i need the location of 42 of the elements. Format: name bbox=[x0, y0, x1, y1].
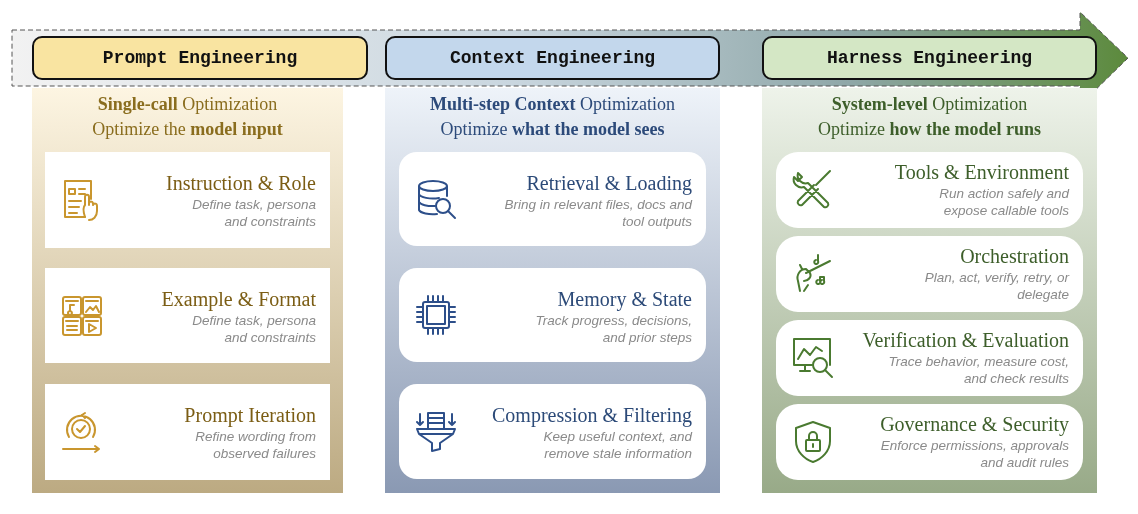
stage-panel bbox=[32, 88, 343, 493]
step-description: Track progress, decisions, and prior steps bbox=[534, 313, 692, 347]
step-card bbox=[776, 236, 1083, 312]
step-title: Governance & Security bbox=[879, 413, 1069, 436]
step-title: Compression & Filtering bbox=[492, 404, 692, 427]
stage-header: Harness Engineering bbox=[762, 36, 1097, 80]
step-description: Refine wording from observed failures bbox=[194, 429, 316, 463]
step-title: Tools & Environment bbox=[894, 161, 1069, 184]
step-card bbox=[776, 404, 1083, 480]
step-card bbox=[776, 152, 1083, 228]
subtitle-text: Single-call Optimization bbox=[96, 93, 279, 116]
step-card bbox=[45, 268, 330, 363]
stage-panel bbox=[385, 88, 720, 493]
step-description: Plan, act, verify, retry, or delegate bbox=[923, 270, 1069, 304]
step-description: Define task, persona and constraints bbox=[191, 313, 316, 347]
subtitle-text: Multi-step Context Optimization bbox=[429, 93, 676, 116]
step-title: Memory & State bbox=[556, 288, 692, 311]
step-title: Example & Format bbox=[161, 288, 316, 311]
step-card bbox=[45, 152, 330, 248]
subtitle-text: Optimize how the model runs bbox=[817, 118, 1042, 141]
step-card bbox=[399, 152, 706, 246]
step-description: Run action safely and expose callable tools bbox=[938, 186, 1069, 220]
step-description: Define task, persona and constraints bbox=[191, 197, 316, 231]
subtitle-text: Optimize what the model sees bbox=[439, 118, 666, 141]
step-description: Trace behavior, measure cost, and check results bbox=[887, 354, 1069, 388]
step-title: Orchestration bbox=[959, 245, 1069, 268]
stage-panel bbox=[762, 88, 1097, 493]
subtitle-text: Optimize the model input bbox=[91, 118, 284, 141]
step-description: Keep useful context, and remove stale information bbox=[542, 429, 692, 463]
step-card bbox=[399, 268, 706, 362]
stage-header: Context Engineering bbox=[385, 36, 720, 80]
step-card bbox=[776, 320, 1083, 396]
step-description: Bring in relevant files, docs and tool outputs bbox=[503, 197, 692, 231]
step-card bbox=[399, 384, 706, 479]
step-card bbox=[45, 384, 330, 480]
step-description: Enforce permissions, approvals and audit rules bbox=[879, 438, 1069, 472]
stage-header: Prompt Engineering bbox=[32, 36, 368, 80]
subtitle-text: System-level Optimization bbox=[830, 93, 1029, 116]
step-title: Verification & Evaluation bbox=[862, 329, 1069, 352]
step-title: Instruction & Role bbox=[166, 172, 316, 195]
step-title: Prompt Iteration bbox=[183, 404, 316, 427]
step-title: Retrieval & Loading bbox=[525, 172, 692, 195]
